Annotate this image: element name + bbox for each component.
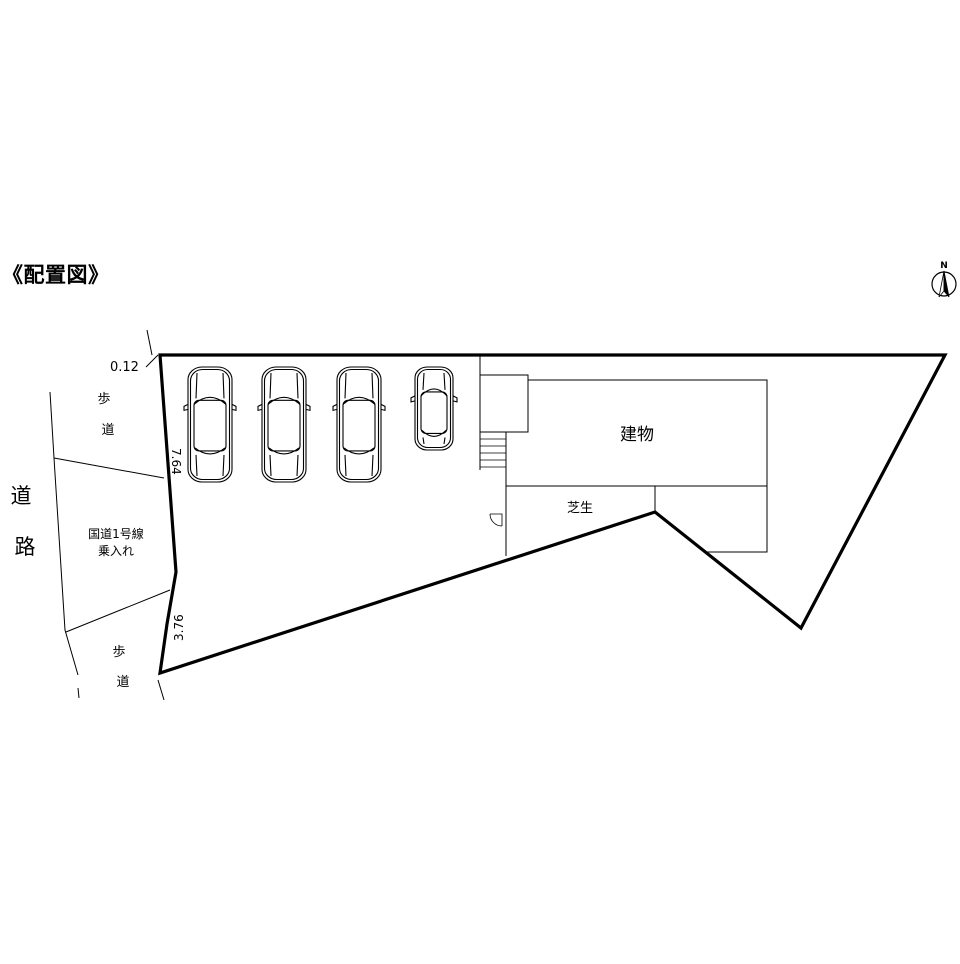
building-label: 建物 (620, 425, 654, 445)
lawn-label: 芝生 (567, 500, 593, 516)
entrance-label-line2: 乗入れ (98, 544, 134, 558)
road-lines (49, 329, 171, 701)
entrance-label-line1: 国道1号線 (88, 526, 144, 541)
door-swing-icon (489, 513, 503, 527)
sidewalk-top-char-1: 歩 (97, 392, 110, 407)
sidewalk-top-char-2: 道 (101, 423, 114, 438)
compact-car-icon (410, 366, 458, 451)
sedan-icon (183, 366, 237, 483)
sidewalk-bottom-char-2: 道 (116, 675, 129, 690)
parking-area (183, 366, 458, 483)
dimension-frontage-lower: 3.76 (172, 614, 186, 641)
boundary-extension-bottom (157, 679, 165, 701)
stair-icon (480, 431, 506, 468)
dimension-leader (145, 354, 159, 368)
page-title: 《配置図》 (2, 263, 110, 287)
lawn-right-edge (705, 486, 768, 553)
sedan-icon (332, 366, 386, 483)
entrance-lower-line (65, 589, 171, 633)
road-label-2: 路 (15, 535, 36, 559)
dimension-frontage-upper: 7.64 (169, 448, 183, 475)
compass-label: N (940, 261, 948, 271)
boundary-extension-top (146, 329, 153, 356)
site-boundary (158, 353, 948, 676)
building-area (479, 356, 768, 556)
road-edge-line (49, 391, 79, 676)
road-edge-tick (77, 687, 80, 699)
sidewalk-bottom-char-1: 歩 (112, 645, 125, 660)
north-arrow-icon: N (931, 261, 957, 298)
dimension-corner: 0.12 (110, 360, 139, 375)
entrance-upper-line (53, 457, 165, 479)
entry-porch (479, 374, 529, 433)
road-label-1: 道 (11, 484, 32, 508)
sedan-icon (257, 366, 311, 483)
